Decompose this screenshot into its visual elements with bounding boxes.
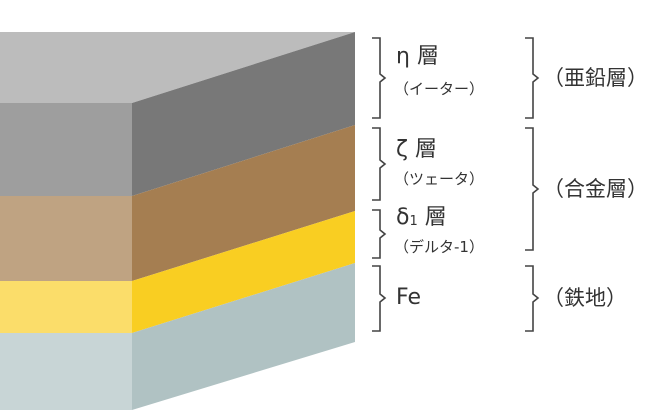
zeta-reading: （ツェータ） [394,170,485,188]
iron-base-label: （鉄地） [543,286,627,310]
zeta-symbol: ζ [396,137,408,162]
brace-delta [372,209,387,259]
zeta-name: 層 [414,137,437,162]
fe-side [132,263,355,410]
delta-name: 層 [424,205,447,230]
brace-alloy [525,127,540,251]
fe-front [0,333,132,410]
eta-symbol: η [396,44,410,69]
brace-iron [525,265,540,332]
eta-label: η 層 [396,45,439,69]
fe-label: Fe [396,285,421,310]
delta-subscript: 1 [409,214,418,229]
brace-fe [372,265,387,332]
brace-zinc [525,37,540,119]
alloy-layer-label: （合金層） [543,177,648,201]
eta-reading: （イーター） [394,80,485,98]
zinc-layer-label: （亜鉛層） [543,66,648,90]
brace-eta [372,37,387,119]
zeta-label: ζ 層 [396,138,437,162]
eta-side [132,32,355,196]
delta-label: δ1 層 [396,206,447,234]
delta-side [132,211,355,333]
eta-front [0,103,132,196]
top-face [0,32,355,103]
delta-symbol: δ [396,205,410,230]
zeta-front [0,196,132,281]
zeta-side [132,125,355,281]
delta-front [0,281,132,333]
delta-reading: （デルタ-1） [394,238,484,256]
eta-name: 層 [416,44,439,69]
brace-zeta [372,127,387,201]
